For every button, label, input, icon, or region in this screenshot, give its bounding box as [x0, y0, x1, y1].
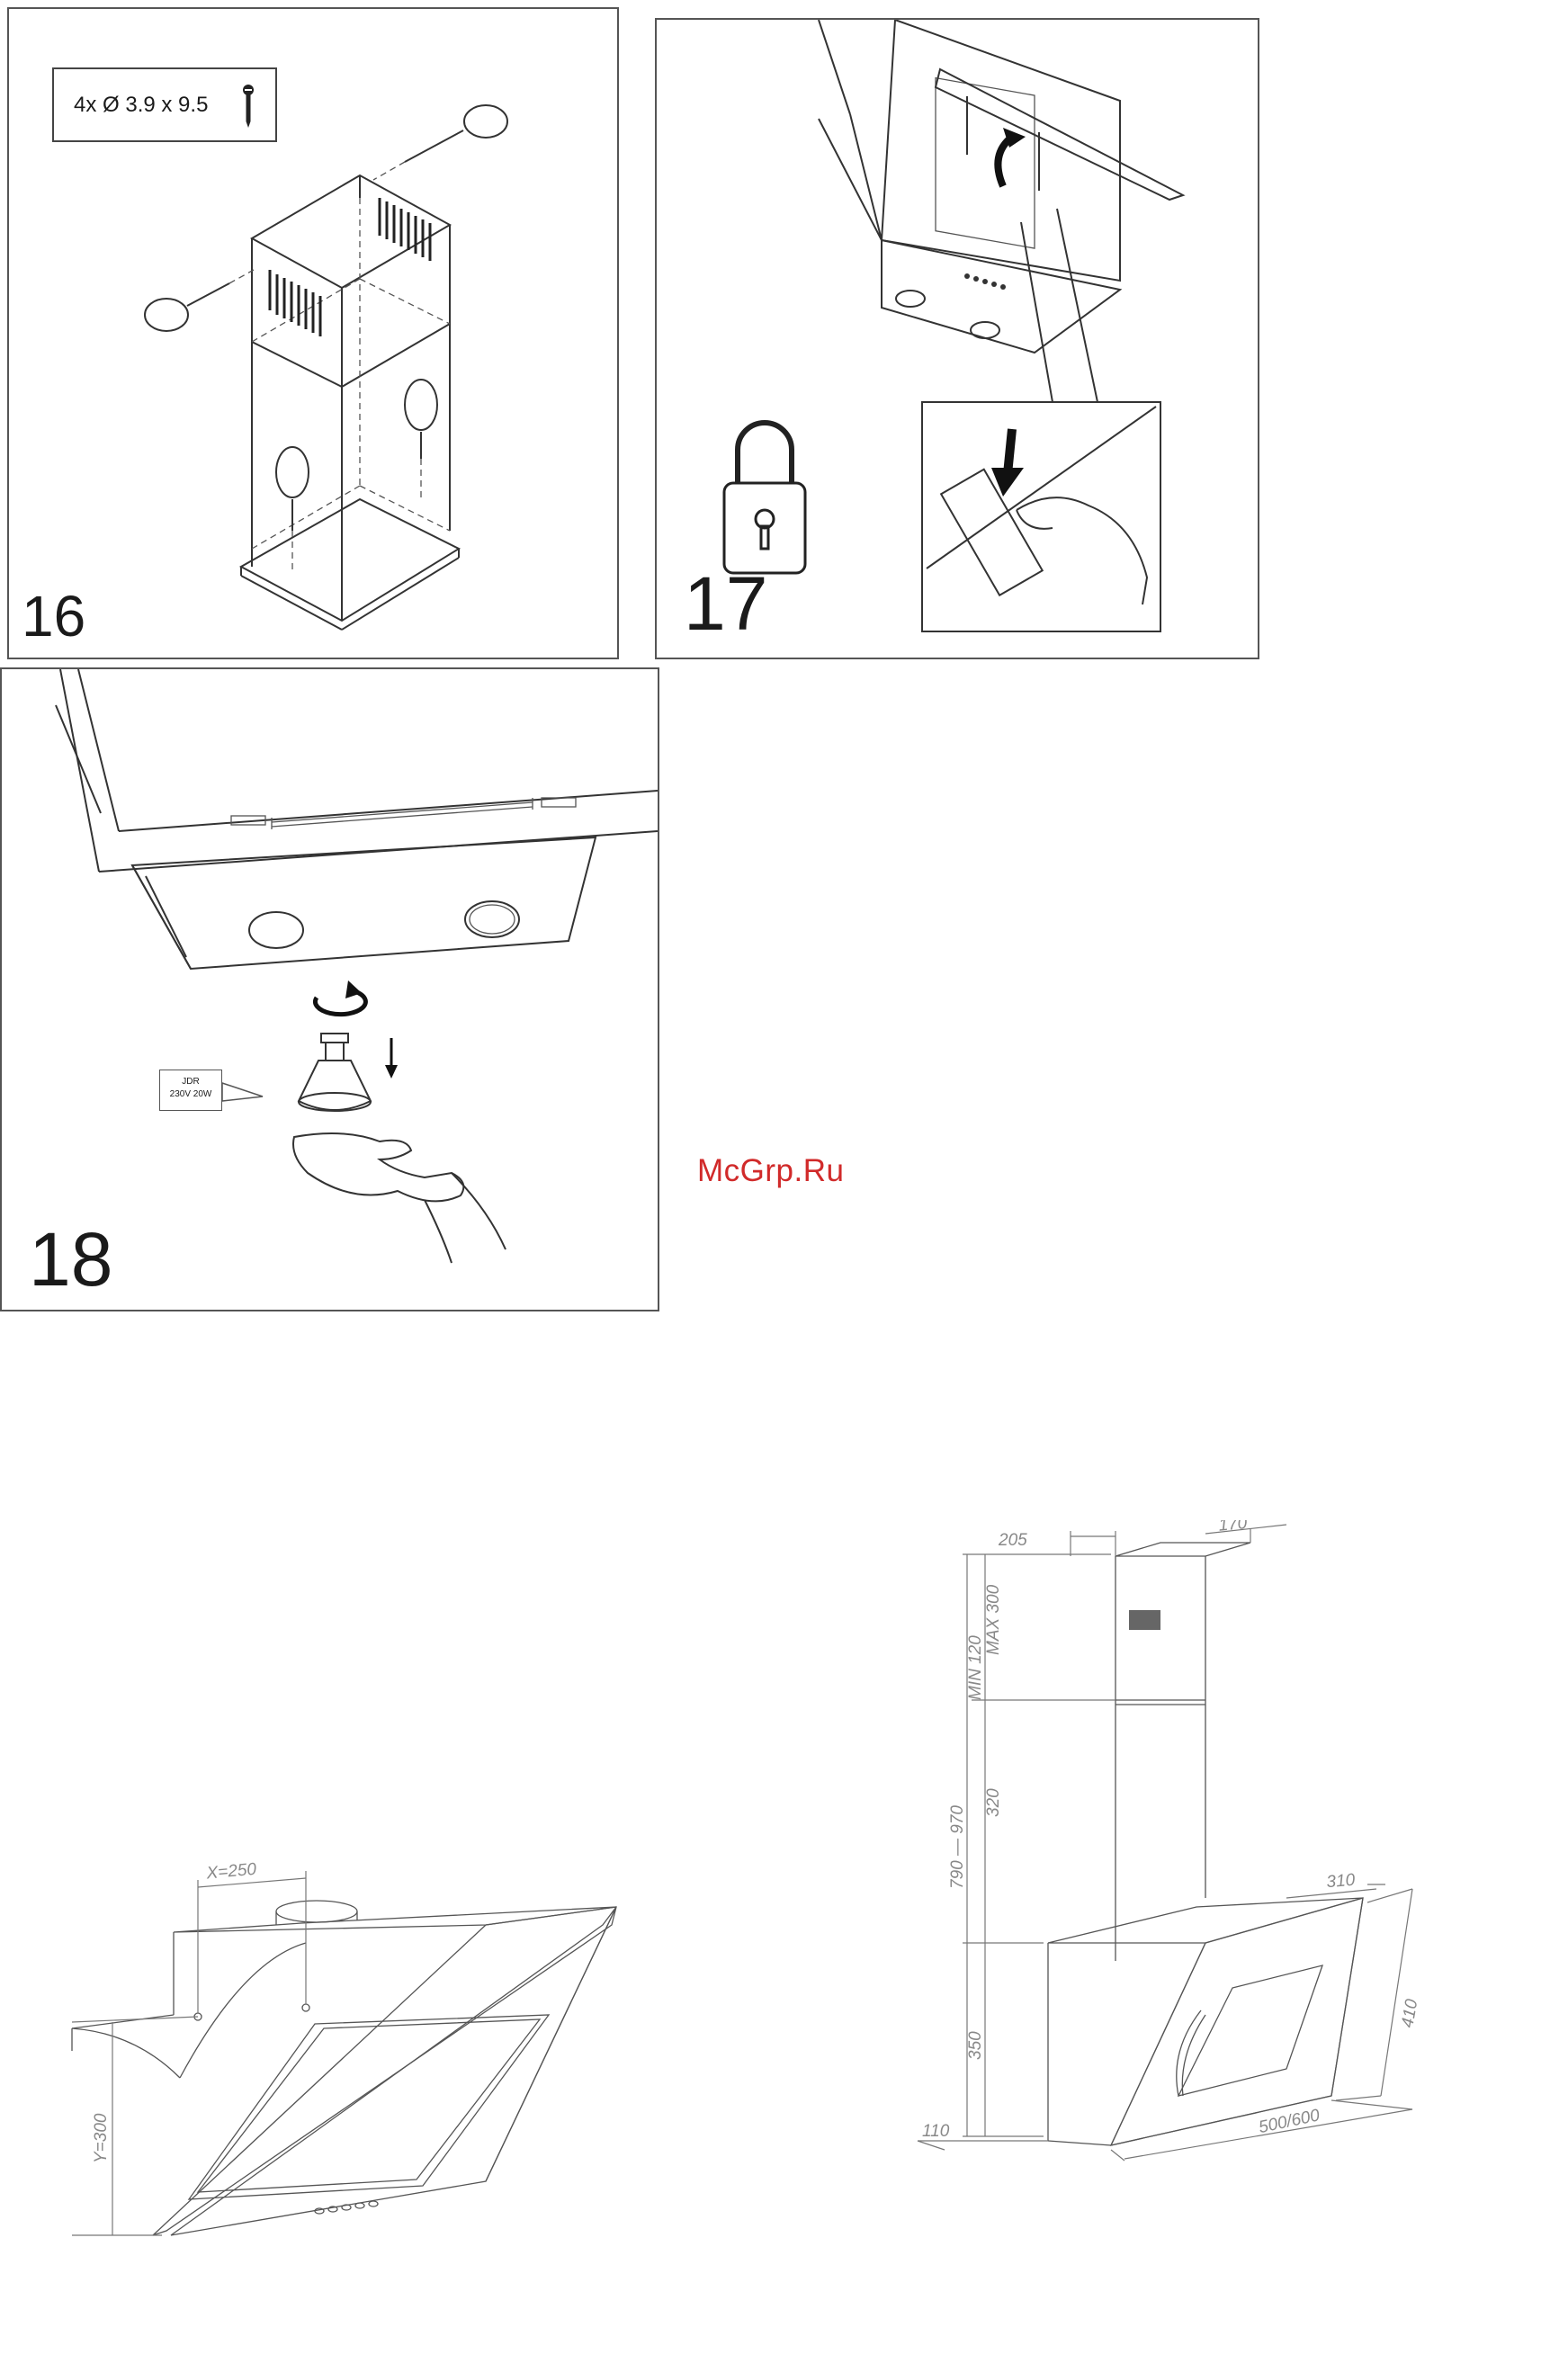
- padlock-icon: [724, 423, 805, 573]
- dim-350: 350: [966, 2031, 985, 2060]
- dim-y-label: Y=300: [92, 2113, 111, 2163]
- step-16-panel: 4x Ø 3.9 x 9.5: [7, 7, 619, 659]
- dim-170: 170: [1218, 1520, 1249, 1535]
- lamp-replacement-illustration: [2, 669, 658, 1310]
- dim-320: 320: [984, 1788, 1003, 1817]
- hand-screwdriver-icon: [145, 270, 254, 331]
- hand-screwdriver-icon: [276, 447, 309, 571]
- watermark: McGrp.Ru: [697, 1153, 844, 1189]
- mounting-dimension-drawing: X=250 Y=300: [63, 1781, 648, 2285]
- step-18-panel: JDR 230V 20W 18: [0, 667, 659, 1311]
- dim-790-970: 790 — 970: [948, 1805, 967, 1889]
- step-number: 17: [684, 566, 767, 641]
- dim-205: 205: [998, 1531, 1027, 1550]
- bulb-type: JDR: [160, 1076, 221, 1088]
- step-number: 16: [22, 587, 85, 645]
- step-number: 18: [29, 1222, 112, 1297]
- overall-dimensions-drawing: 205 170 MIN 120 MAX 300 320 790 — 970 31…: [909, 1520, 1511, 2213]
- dim-x-label: X=250: [205, 1860, 258, 1884]
- dim-max-300: MAX 300: [984, 1584, 1003, 1655]
- hand-screwdriver-icon: [405, 380, 437, 499]
- dim-410: 410: [1398, 1998, 1421, 2029]
- dim-310: 310: [1326, 1871, 1357, 1893]
- chimney-assembly-illustration: [9, 9, 617, 658]
- step-17-panel: 17: [655, 18, 1259, 659]
- hand-screwdriver-icon: [373, 105, 507, 180]
- dim-110: 110: [922, 2122, 950, 2141]
- bulb-spec-label: JDR 230V 20W: [159, 1070, 222, 1111]
- dim-min-120: MIN 120: [966, 1635, 985, 1700]
- bulb-rating: 230V 20W: [160, 1088, 221, 1101]
